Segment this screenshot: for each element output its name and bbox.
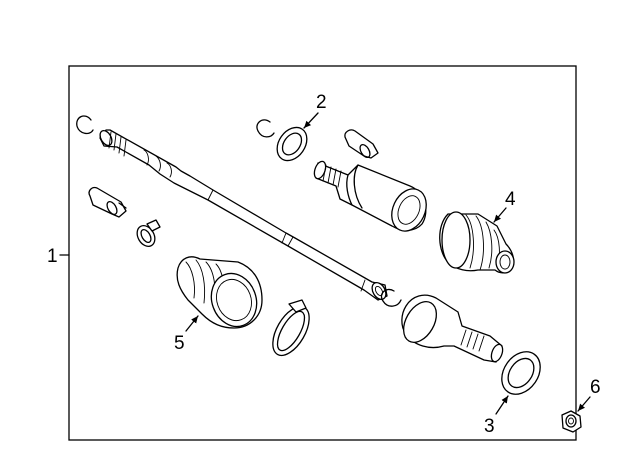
callout-6[interactable]: 6	[577, 377, 601, 412]
callout-3[interactable]: 3	[484, 395, 509, 437]
callout-label-4: 4	[505, 189, 516, 210]
small-clamp-left	[136, 219, 161, 247]
callout-label-3: 3	[484, 416, 495, 437]
callout-1[interactable]: 1	[47, 246, 70, 267]
callout-label-6: 6	[590, 377, 601, 398]
callout-label-2: 2	[316, 92, 327, 113]
inner-boot	[176, 256, 263, 329]
callout-5[interactable]: 5	[174, 315, 199, 354]
outer-boot	[439, 211, 515, 274]
grease-tube-top	[344, 129, 379, 159]
callout-label-1: 1	[47, 246, 58, 267]
hub-nut	[561, 410, 582, 433]
assembly-frame	[68, 65, 577, 441]
snap-ring-top	[256, 119, 275, 138]
outer-seal	[276, 126, 308, 162]
callout-label-5: 5	[174, 333, 185, 354]
outer-cv-joint	[313, 160, 427, 232]
large-clamp	[272, 299, 310, 357]
inner-cv-joint	[401, 294, 504, 363]
callout-2[interactable]: 2	[303, 92, 327, 129]
inner-seal	[501, 351, 541, 395]
callout-4[interactable]: 4	[493, 189, 516, 223]
snap-ring-left	[76, 115, 94, 135]
grease-tube-left	[88, 186, 127, 218]
axle-shaft	[99, 129, 388, 301]
snap-ring-center	[380, 288, 402, 307]
